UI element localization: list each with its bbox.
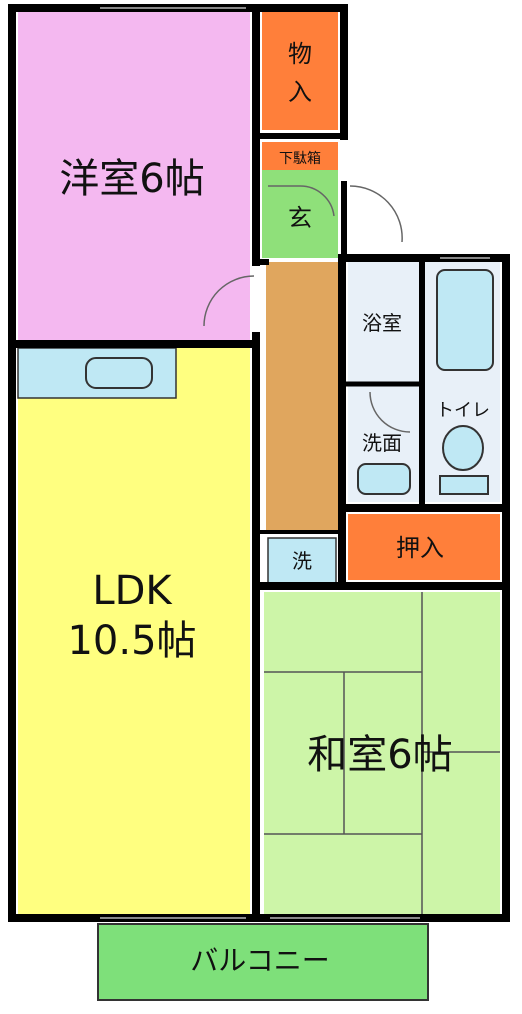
- bath-label: 浴室: [362, 311, 402, 335]
- balcony-label: バルコニー: [190, 944, 329, 977]
- western-room-label: 洋室6帖: [59, 156, 204, 202]
- storage-top: [262, 12, 338, 130]
- washer-label: 洗: [292, 549, 312, 573]
- window-marks: [100, 7, 490, 919]
- walls: [8, 4, 510, 922]
- japanese-room: [264, 592, 500, 914]
- bathtub: [436, 269, 494, 371]
- entrance-label: 玄: [288, 204, 312, 232]
- ldk-room: [18, 348, 250, 914]
- western-room: [18, 12, 250, 342]
- door-swings: [203, 185, 411, 433]
- wash-basin: [357, 463, 411, 495]
- japanese-room-label: 和室6帖: [307, 732, 452, 778]
- ldk-size-label: 10.5帖: [67, 618, 196, 664]
- toilet-fixture: [439, 425, 489, 495]
- entrance: [262, 170, 338, 258]
- washer-area: [267, 537, 337, 585]
- storage-label-2: 入: [288, 78, 312, 106]
- washroom-label: 洗面: [362, 431, 402, 455]
- kitchen-sink: [85, 357, 153, 389]
- closet-label: 押入: [396, 534, 444, 562]
- toilet-label: トイレ: [436, 400, 490, 421]
- storage-label-1: 物: [288, 40, 312, 68]
- tatami-lines: [264, 592, 500, 914]
- ldk-label: LDK: [92, 568, 173, 614]
- hallway: [266, 262, 338, 532]
- shoe-box: [262, 142, 338, 170]
- balcony: [97, 923, 429, 1001]
- shoe-box-label: 下駄箱: [279, 151, 321, 167]
- closet: [348, 514, 500, 580]
